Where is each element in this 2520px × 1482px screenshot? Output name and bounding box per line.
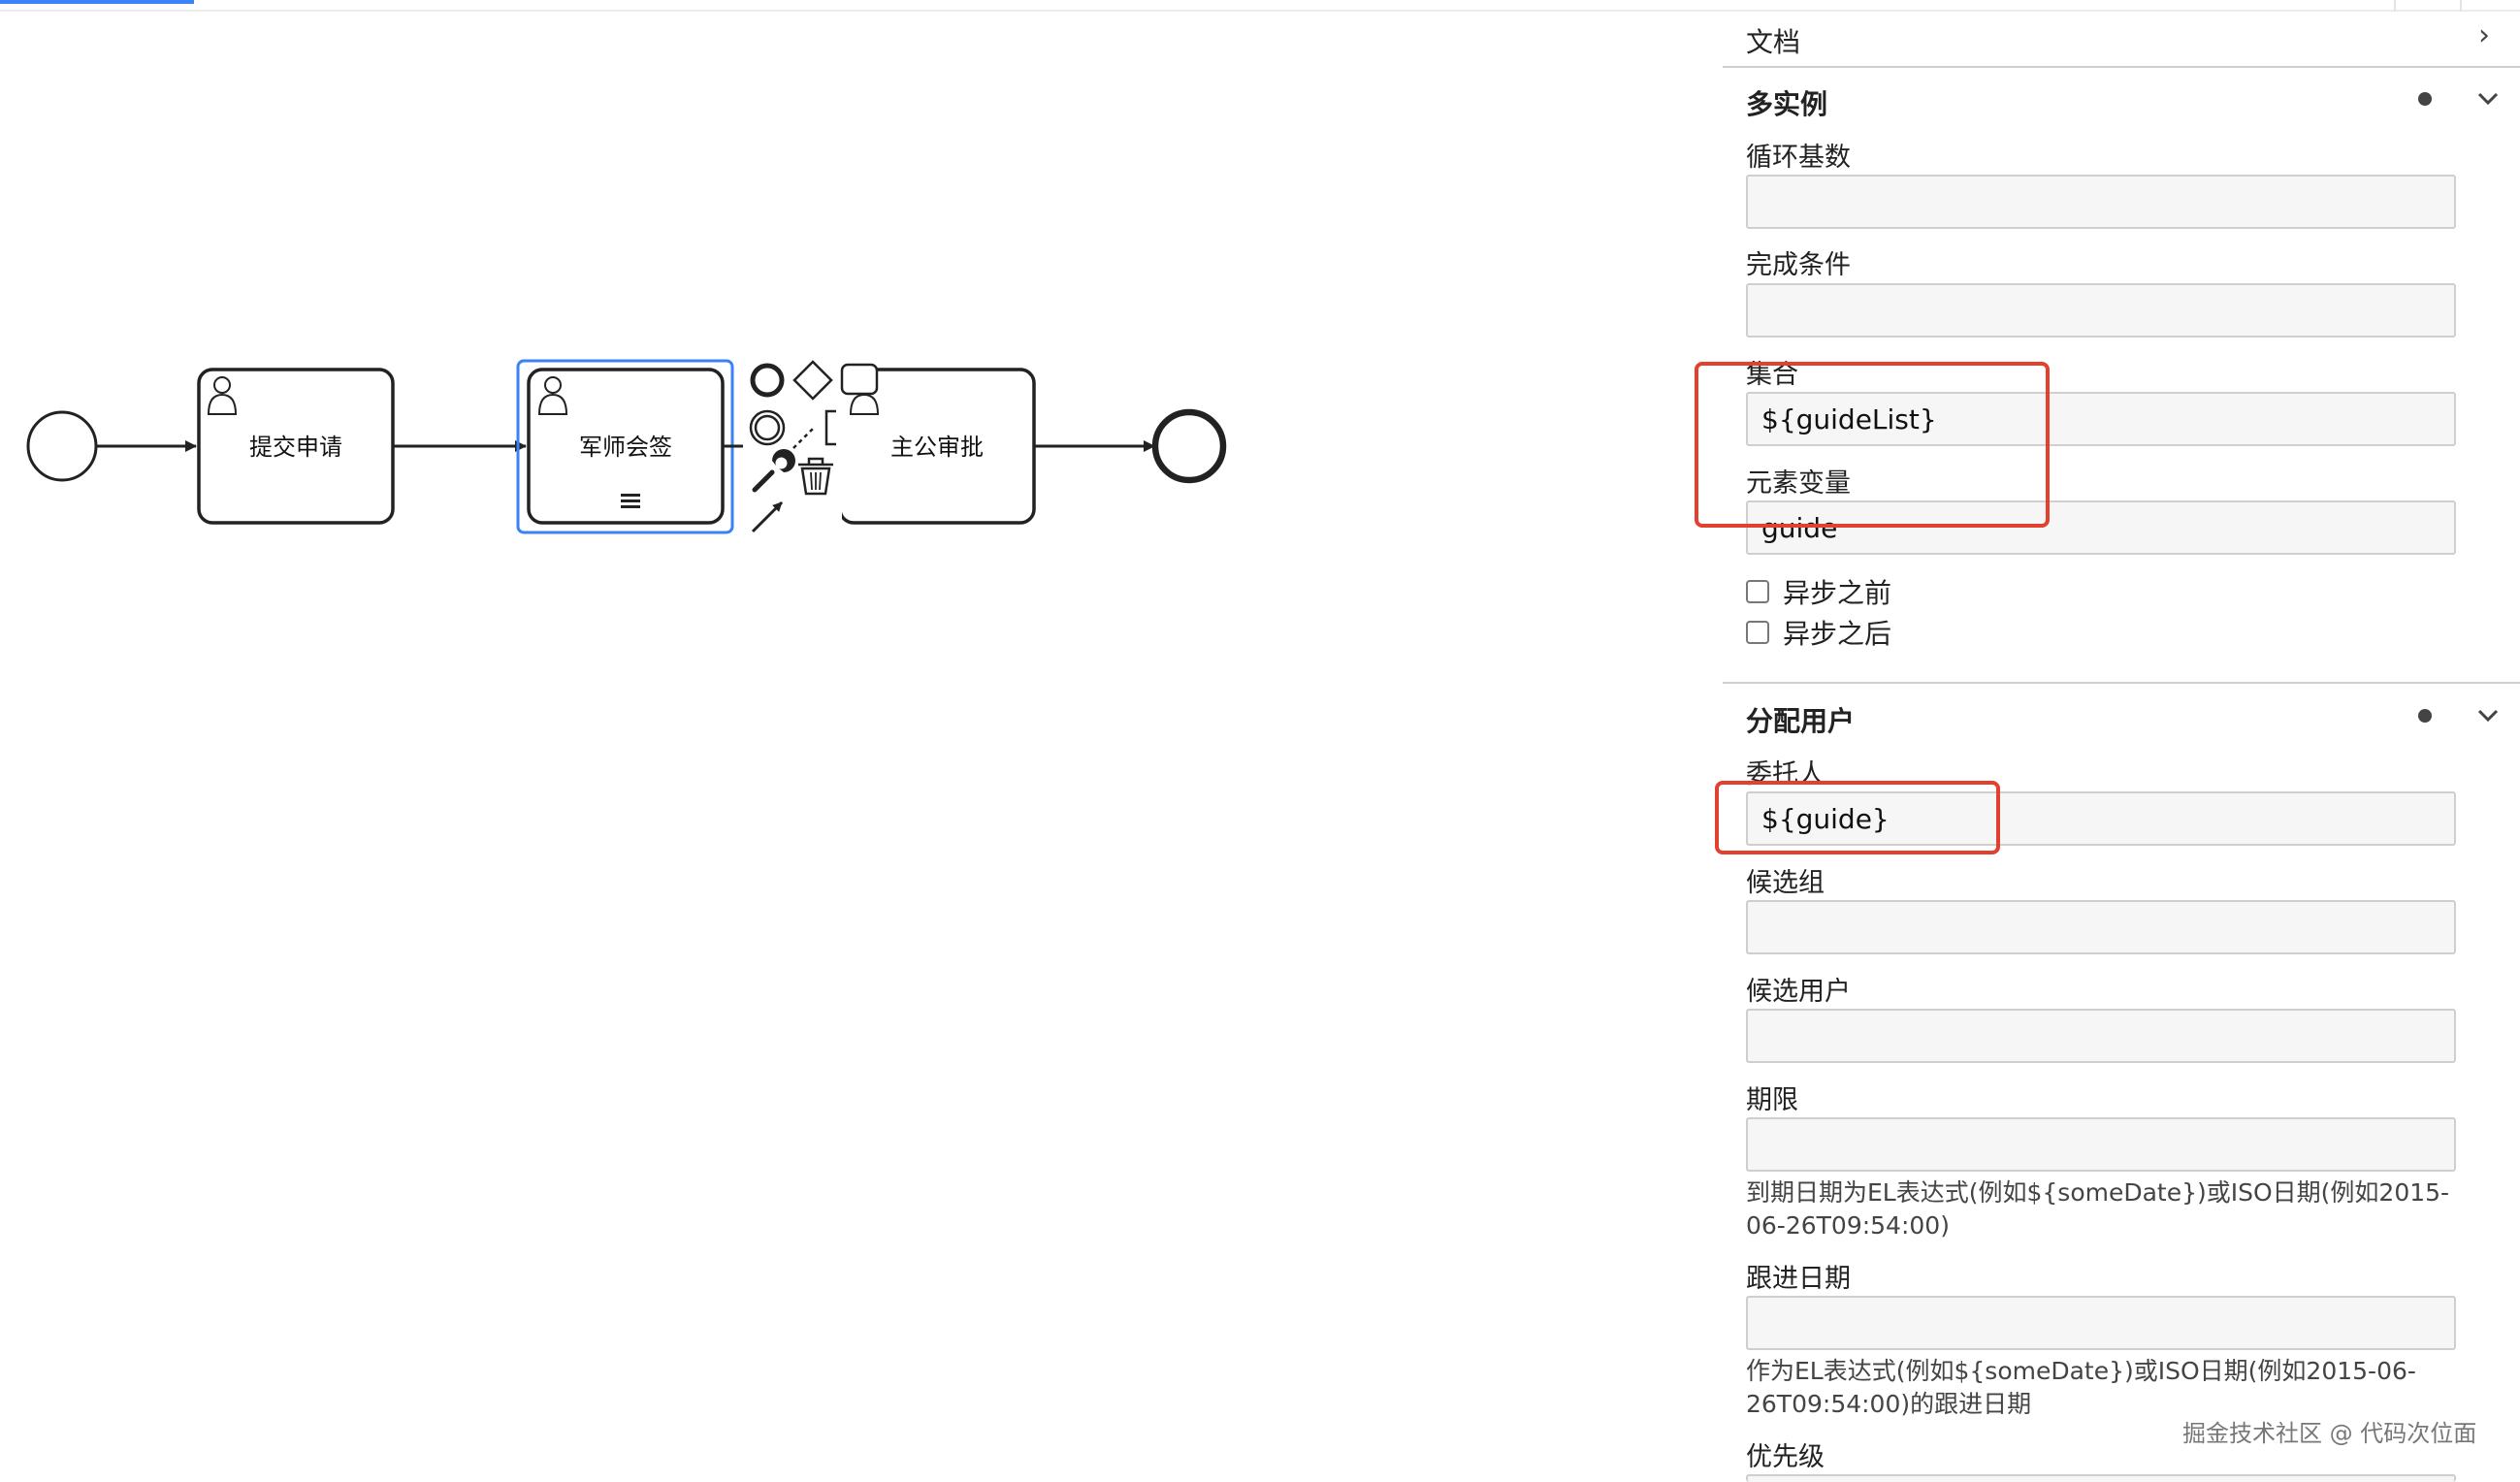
completion-condition-label: 完成条件 xyxy=(1746,250,1851,280)
candidate-groups-input[interactable] xyxy=(1746,900,2456,954)
async-after-checkbox[interactable] xyxy=(1746,621,1769,644)
section-indicator-dot xyxy=(2418,709,2432,723)
completion-condition-input[interactable] xyxy=(1746,283,2456,338)
connect-arrow-icon[interactable] xyxy=(751,500,784,533)
user-task-icon xyxy=(207,376,238,415)
assignee-input[interactable] xyxy=(1746,791,2456,846)
candidate-users-label: 候选用户 xyxy=(1746,977,1851,1007)
due-date-input[interactable] xyxy=(1746,1117,2456,1172)
element-variable-label: 元素变量 xyxy=(1746,468,1851,499)
section-indicator-dot xyxy=(2418,92,2432,106)
priority-input[interactable] xyxy=(1746,1474,2456,1482)
task-label: 提交申请 xyxy=(249,434,342,461)
candidate-users-input[interactable] xyxy=(1746,1009,2456,1063)
toolbar-separator xyxy=(2460,0,2462,12)
bpmn-diagram[interactable]: 提交申请 军师会签 xyxy=(0,12,1717,1482)
task-label: 主公审批 xyxy=(890,434,984,461)
append-end-event-icon[interactable] xyxy=(750,363,785,398)
diagram-canvas[interactable]: 提交申请 军师会签 xyxy=(0,12,1717,1482)
loop-cardinality-label: 循环基数 xyxy=(1746,143,1851,173)
async-after-label: 异步之后 xyxy=(1783,618,1892,650)
toolbar-separator xyxy=(2394,0,2396,12)
async-before-label: 异步之前 xyxy=(1783,577,1892,609)
assignee-label: 委托人 xyxy=(1746,759,1825,789)
due-date-label: 期限 xyxy=(1746,1085,1798,1115)
async-before-checkbox[interactable] xyxy=(1746,580,1769,603)
element-variable-input[interactable] xyxy=(1746,500,2456,555)
task-submit-application[interactable]: 提交申请 xyxy=(197,368,395,525)
follow-up-date-label: 跟进日期 xyxy=(1746,1264,1851,1294)
due-date-hint: 到期日期为EL表达式(例如${someDate})或ISO日期(例如2015-0… xyxy=(1746,1178,2450,1240)
active-tab-indicator[interactable] xyxy=(0,0,194,4)
append-intermediate-event-icon[interactable] xyxy=(749,409,786,446)
loop-cardinality-input[interactable] xyxy=(1746,175,2456,229)
priority-label: 优先级 xyxy=(1746,1442,1825,1472)
async-after-row[interactable]: 异步之后 xyxy=(1746,613,1891,652)
chevron-down-icon[interactable] xyxy=(2476,91,2500,107)
task-strategist-countersign[interactable]: 军师会签 xyxy=(527,368,725,525)
candidate-groups-label: 候选组 xyxy=(1746,868,1825,898)
watermark: 掘金技术社区 @ 代码次位面 xyxy=(2182,1420,2477,1447)
start-event[interactable] xyxy=(26,410,98,482)
section-divider xyxy=(1723,682,2520,684)
follow-up-date-input[interactable] xyxy=(1746,1296,2456,1350)
top-bar xyxy=(0,0,2520,12)
documentation-section-title[interactable]: 文档 xyxy=(1746,26,1801,58)
collection-input[interactable] xyxy=(1746,392,2456,446)
multi-instance-marker-icon xyxy=(621,494,640,508)
change-type-wrench-icon[interactable] xyxy=(752,449,795,493)
append-gateway-icon[interactable] xyxy=(792,360,833,401)
task-lord-approval[interactable]: 主公审批 xyxy=(838,368,1036,525)
task-label: 军师会签 xyxy=(579,434,672,461)
collection-label: 集合 xyxy=(1746,360,1798,390)
assignment-section-title[interactable]: 分配用户 xyxy=(1746,705,1856,737)
chevron-down-icon[interactable] xyxy=(2476,708,2500,724)
append-task-icon[interactable] xyxy=(840,363,879,396)
append-text-annotation-icon[interactable] xyxy=(792,409,836,449)
async-before-row[interactable]: 异步之前 xyxy=(1746,572,1891,611)
end-event[interactable] xyxy=(1151,408,1227,484)
delete-trash-icon[interactable] xyxy=(798,457,833,496)
context-pad xyxy=(743,355,879,539)
follow-up-date-hint: 作为EL表达式(例如${someDate})或ISO日期(例如2015-06-2… xyxy=(1746,1357,2416,1418)
properties-panel xyxy=(1723,12,2520,1482)
chevron-right-icon[interactable]: › xyxy=(2478,18,2490,52)
multi-instance-section-title[interactable]: 多实例 xyxy=(1746,88,1828,120)
user-task-icon xyxy=(537,376,568,415)
section-divider xyxy=(1723,66,2520,68)
